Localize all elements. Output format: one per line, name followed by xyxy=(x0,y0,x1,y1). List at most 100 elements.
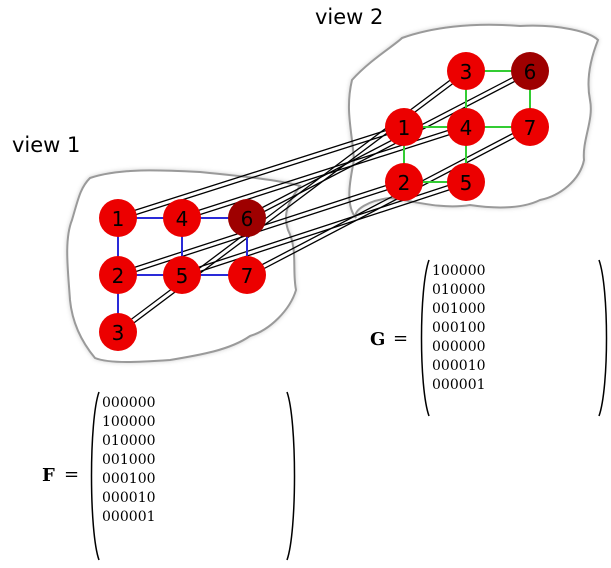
view1-node-2: 2 xyxy=(99,256,137,294)
view1-node-circle-2 xyxy=(99,256,137,294)
matrix-f-name: F xyxy=(42,465,55,486)
matrix-f-cell: 0 xyxy=(137,414,147,430)
matrix-f-cell: 0 xyxy=(119,490,129,506)
view2-node-3: 3 xyxy=(447,52,485,90)
matrix-g-equals: = xyxy=(393,328,409,349)
matrix-g-cell: 0 xyxy=(476,301,486,317)
view2-node-4: 4 xyxy=(447,108,485,146)
matrix-f-cell: 0 xyxy=(128,509,138,525)
matrix-g-cell: 0 xyxy=(467,301,477,317)
matrix-f-cell: 0 xyxy=(146,452,156,468)
matrix-g-cell: 0 xyxy=(449,320,459,336)
matrix-f-cell: 0 xyxy=(102,395,111,411)
matrix-g-cell: 0 xyxy=(432,358,441,374)
view2-node-circle-4 xyxy=(447,108,485,146)
matrix-f-cell: 0 xyxy=(110,414,120,430)
matrix-f-cell: 0 xyxy=(110,490,120,506)
correspondence-link-6-6-b xyxy=(245,68,530,217)
matrix-f-right-paren xyxy=(286,391,296,561)
view1-label: view 1 xyxy=(12,133,80,157)
view1-node-label-6: 6 xyxy=(241,207,254,231)
matrix-g-cell: 0 xyxy=(467,282,477,298)
matrix-g-cell: 0 xyxy=(467,339,477,355)
matrix-f-cell: 0 xyxy=(102,471,111,487)
matrix-g-cell: 0 xyxy=(467,377,477,393)
matrix-f-cell: 0 xyxy=(128,433,138,449)
matrix-f-cell: 0 xyxy=(137,395,147,411)
matrix-f-cell: 0 xyxy=(137,433,147,449)
matrix-g-cell: 0 xyxy=(458,339,468,355)
matrix-f-cell: 1 xyxy=(110,433,120,449)
matrix-g-cell: 0 xyxy=(476,320,486,336)
matrix-f-cell: 0 xyxy=(110,471,120,487)
view1-node-circle-7 xyxy=(228,256,266,294)
view1-node-label-5: 5 xyxy=(176,264,189,288)
matrix-g-cell: 0 xyxy=(432,301,441,317)
matrix-g-cell: 0 xyxy=(458,263,468,279)
matrix-f-cell: 0 xyxy=(102,433,111,449)
view1-node-circle-5 xyxy=(163,256,201,294)
view1-node-label-2: 2 xyxy=(112,264,125,288)
matrix-g-name: G xyxy=(370,329,386,350)
view2-node-label-2: 2 xyxy=(398,171,411,195)
matrix-f-cell: 0 xyxy=(146,433,156,449)
matrix-g-cell: 0 xyxy=(432,339,441,355)
matrix-g-cell: 0 xyxy=(440,339,450,355)
matrix-g-cell: 0 xyxy=(458,358,468,374)
matrix-g-cell: 0 xyxy=(440,301,450,317)
matrix-f-cell: 0 xyxy=(146,414,156,430)
matrix-f-cell: 0 xyxy=(119,433,129,449)
view2-label: view 2 xyxy=(315,5,383,29)
view2-node-label-6: 6 xyxy=(524,60,537,84)
view2-node-circle-2 xyxy=(385,163,423,201)
matrix-g-cell: 0 xyxy=(432,282,441,298)
view2-node-label-5: 5 xyxy=(460,171,473,195)
view1-node-3: 3 xyxy=(99,313,137,351)
view2-node-circle-3 xyxy=(447,52,485,90)
matrix-f-cell: 0 xyxy=(128,490,138,506)
view1-node-label-1: 1 xyxy=(112,207,125,231)
matrix-f-cell: 0 xyxy=(119,395,129,411)
view1-node-circle-4 xyxy=(163,199,201,237)
view1-node-1: 1 xyxy=(99,199,137,237)
correspondence-link-4-4-b xyxy=(181,124,466,217)
matrix-g-cell: 0 xyxy=(449,377,459,393)
view2-node-label-1: 1 xyxy=(398,116,411,140)
view1-node-4: 4 xyxy=(163,199,201,237)
view1-node-label-3: 3 xyxy=(112,321,125,345)
matrix-g-cell: 0 xyxy=(467,263,477,279)
matrix-f-cell: 0 xyxy=(110,509,120,525)
matrix-g-cell: 0 xyxy=(432,377,441,393)
matrix-g-cell: 0 xyxy=(449,263,459,279)
matrix-g-cell: 0 xyxy=(458,301,468,317)
matrix-g-right-paren xyxy=(598,259,608,417)
correspondence-link-2-2-a xyxy=(118,183,405,278)
matrix-f-cell: 0 xyxy=(110,452,120,468)
matrix-f-cell: 0 xyxy=(146,471,156,487)
view2-node-1: 1 xyxy=(385,108,423,146)
matrix-g-cell: 0 xyxy=(440,263,450,279)
matrix-g-cell: 1 xyxy=(458,320,468,336)
matrix-f-cell: 0 xyxy=(146,490,156,506)
view1-node-6: 6 xyxy=(228,199,266,237)
matrix-g-cell: 1 xyxy=(476,377,486,393)
matrix-f-cell: 0 xyxy=(137,471,147,487)
matrix-g-cell: 0 xyxy=(432,320,441,336)
correspondence-link-7-7-b xyxy=(245,124,530,274)
view2-node-circle-1 xyxy=(385,108,423,146)
view2-node-5: 5 xyxy=(447,163,485,201)
